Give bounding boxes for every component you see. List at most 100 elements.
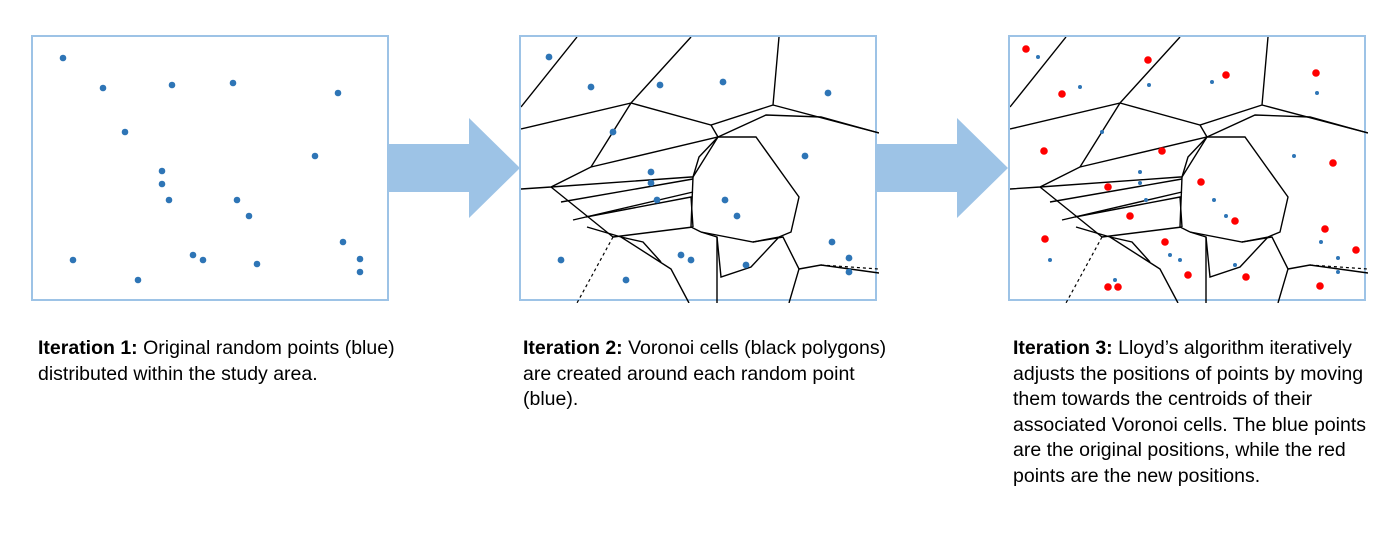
original-point: [647, 179, 655, 187]
voronoi-edge: [1199, 124, 1208, 138]
original-point: [609, 128, 617, 136]
voronoi-edge: [752, 236, 800, 303]
original-point: [253, 260, 261, 268]
voronoi-edge: [630, 37, 780, 126]
original-point: [311, 152, 319, 160]
voronoi-edge: [1074, 196, 1183, 228]
caption-text: Lloyd’s algorithm iteratively adjusts th…: [1013, 337, 1367, 487]
original-point: [165, 196, 173, 204]
original-point: [1147, 83, 1151, 87]
original-point: [245, 212, 253, 220]
original-point: [1315, 91, 1319, 95]
voronoi-edge: [1189, 231, 1207, 303]
new-point: [1316, 282, 1324, 290]
voronoi-edge: [1205, 236, 1269, 278]
voronoi-edge: [1241, 236, 1289, 303]
original-point: [545, 53, 553, 61]
new-point: [1321, 225, 1329, 233]
original-point: [158, 167, 166, 175]
original-point: [168, 81, 176, 89]
original-point: [801, 152, 809, 160]
original-point: [828, 238, 836, 246]
new-point: [1161, 238, 1169, 246]
original-point: [69, 256, 77, 264]
original-point: [824, 89, 832, 97]
arrow-right-icon: [389, 118, 520, 218]
original-point: [677, 251, 685, 259]
caption-heading: Iteration 3:: [1013, 337, 1113, 359]
original-point: [742, 261, 750, 269]
caption-text: Voronoi cells (black polygons) are creat…: [523, 337, 887, 410]
original-point: [1168, 253, 1172, 257]
original-point: [647, 168, 655, 176]
new-point: [1197, 178, 1205, 186]
original-point: [845, 268, 853, 276]
new-point: [1158, 147, 1166, 155]
voronoi-edge: [1206, 114, 1368, 138]
voronoi-edge: [1101, 226, 1183, 238]
new-point: [1312, 69, 1320, 77]
voronoi-edge: [620, 236, 662, 263]
original-point: [199, 256, 207, 264]
original-point: [1319, 240, 1323, 244]
voronoi-edge: [1075, 226, 1179, 303]
original-point: [134, 276, 142, 284]
original-point: [1336, 270, 1340, 274]
voronoi-edge: [1010, 37, 1181, 130]
new-point: [1058, 90, 1066, 98]
iteration-3-caption: Iteration 3: Lloyd’s algorithm iterative…: [1013, 336, 1383, 489]
original-point: [1292, 154, 1296, 158]
new-point: [1041, 235, 1049, 243]
original-point: [687, 256, 695, 264]
voronoi-edge: [1109, 236, 1151, 263]
original-point: [1224, 214, 1228, 218]
new-point: [1222, 71, 1230, 79]
original-point: [656, 81, 664, 89]
voronoi-edge: [521, 37, 692, 130]
original-point: [356, 255, 364, 263]
new-point: [1352, 246, 1360, 254]
voronoi-edge: [521, 102, 632, 190]
original-point: [121, 128, 129, 136]
voronoi-edge: [521, 37, 578, 108]
original-point: [1048, 258, 1052, 262]
voronoi-edge: [585, 196, 694, 228]
iteration-1-points: [59, 54, 364, 284]
original-point: [719, 78, 727, 86]
original-point: [1144, 198, 1148, 202]
voronoi-edge: [1119, 37, 1269, 126]
iteration-2-caption: Iteration 2: Voronoi cells (black polygo…: [523, 336, 893, 413]
new-point: [1231, 217, 1239, 225]
voronoi-edge: [550, 176, 693, 188]
original-point: [189, 251, 197, 259]
original-point: [334, 89, 342, 97]
original-point: [845, 254, 853, 262]
original-point: [653, 196, 661, 204]
original-point: [557, 256, 565, 264]
new-point: [1242, 273, 1250, 281]
voronoi-edge-dashed: [820, 264, 879, 270]
caption-heading: Iteration 1:: [38, 337, 138, 359]
voronoi-edge: [586, 226, 690, 303]
new-point: [1329, 159, 1337, 167]
original-point: [1336, 256, 1340, 260]
iteration-1-panel: [31, 35, 389, 301]
iteration-3-lloyd: [1010, 37, 1368, 303]
original-point: [233, 196, 241, 204]
iteration-2-panel: [519, 35, 879, 303]
original-point: [1138, 170, 1142, 174]
arrow-right-icon: [877, 118, 1008, 218]
original-point: [1036, 55, 1040, 59]
new-point: [1104, 183, 1112, 191]
voronoi-edge-dashed: [1309, 264, 1368, 270]
original-point: [1078, 85, 1082, 89]
voronoi-edge: [1049, 178, 1183, 203]
new-point: [1114, 283, 1122, 291]
iteration-1-caption: Iteration 1: Original random points (blu…: [38, 336, 398, 387]
new-point: [1144, 56, 1152, 64]
caption-heading: Iteration 2:: [523, 337, 623, 359]
new-point: [1022, 45, 1030, 53]
voronoi-edge: [1039, 186, 1103, 238]
voronoi-edge: [710, 124, 719, 138]
new-point: [1040, 147, 1048, 155]
